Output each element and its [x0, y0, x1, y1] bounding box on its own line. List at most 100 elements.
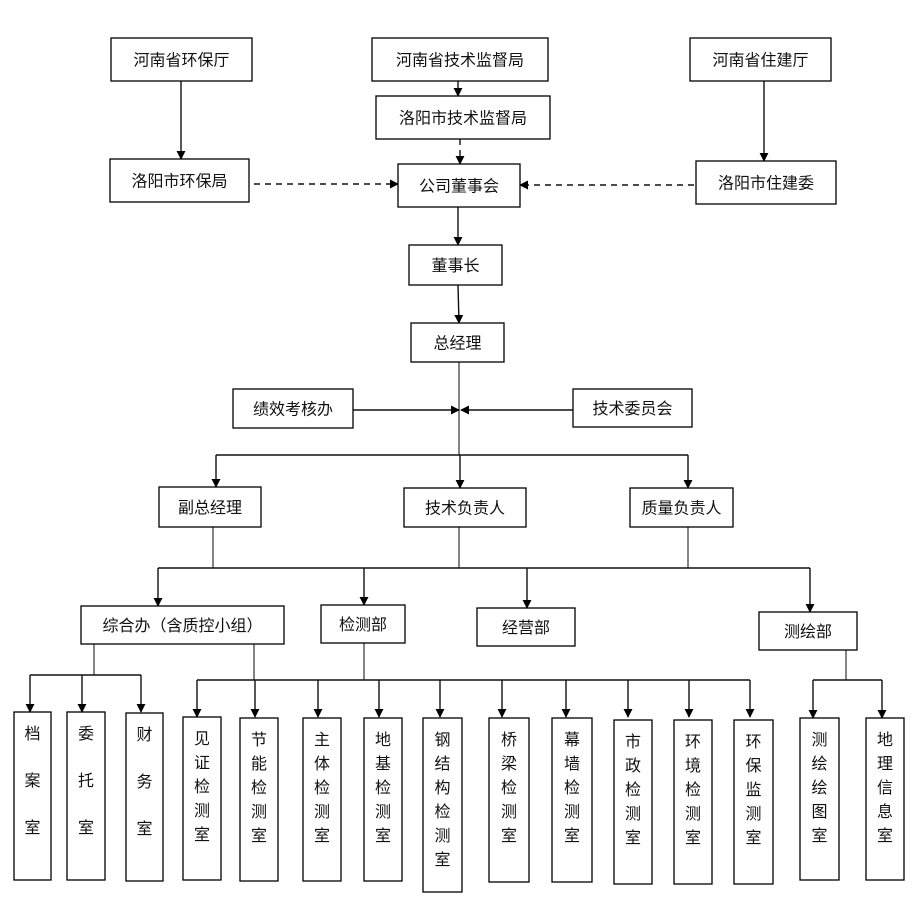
node-box: [397, 163, 521, 208]
node-label: 见证检测室: [194, 729, 210, 844]
node-tech-lead: 技术负责人: [403, 487, 527, 528]
node-board: 公司董事会: [397, 163, 521, 208]
node-label: 档案室: [24, 724, 40, 837]
node-tech-committee: 技术委员会: [572, 388, 693, 428]
node-luoyang-env: 洛阳市环保局: [109, 158, 250, 203]
node-box: [689, 37, 832, 82]
edge-chairman-to-gm: [454, 284, 464, 324]
node-gm: 总经理: [410, 322, 505, 363]
node-box: [799, 717, 840, 881]
node-label: 公司董事会: [419, 177, 499, 196]
node-box: [375, 95, 551, 140]
node-label: 委托室: [78, 724, 94, 837]
node-label: 检测部: [339, 615, 387, 634]
node-box: [302, 717, 342, 882]
node-mapping-lab: 测绘绘图室: [799, 717, 840, 881]
node-box: [695, 160, 837, 205]
node-box: [320, 604, 406, 644]
node-label: 桥梁检测室: [501, 730, 517, 845]
node-box: [629, 487, 734, 528]
node-box: [408, 244, 503, 286]
node-label: 技术负责人: [425, 499, 505, 518]
node-label: 地基检测室: [375, 730, 391, 845]
node-box: [476, 607, 576, 647]
node-label: 综合办（含质控小组）: [102, 616, 262, 635]
node-label: 洛阳市技术监督局: [399, 109, 527, 128]
node-label: 钢结构检测室: [434, 730, 450, 869]
node-label: 幕墙检测室: [564, 730, 580, 845]
node-box: [66, 711, 106, 881]
node-deputy-gm: 副总经理: [158, 486, 262, 528]
node-witness-lab: 见证检测室: [182, 716, 222, 881]
node-label: 环保监测室: [745, 732, 761, 847]
node-box: [13, 711, 52, 881]
node-performance: 绩效考核办: [232, 388, 354, 429]
node-luoyang-housing: 洛阳市住建委: [695, 160, 837, 205]
node-box: [371, 37, 549, 82]
node-label: 河南省住建厅: [712, 51, 808, 70]
node-label: 质量负责人: [641, 499, 721, 518]
node-label: 环境检测室: [685, 732, 701, 847]
node-label: 经营部: [502, 618, 550, 637]
node-structure-lab: 主体检测室: [302, 717, 342, 882]
node-box: [239, 717, 279, 882]
node-box: [125, 712, 164, 882]
node-energy-lab: 节能检测室: [239, 717, 279, 882]
node-label: 洛阳市住建委: [718, 174, 814, 193]
node-box: [673, 719, 713, 885]
node-box: [182, 716, 222, 881]
edges-layer: [25, 81, 887, 719]
node-steel-lab: 钢结构检测室: [422, 717, 463, 893]
node-archive: 档案室: [13, 711, 52, 881]
node-testing-dept: 检测部: [320, 604, 406, 644]
node-label: 技术委员会: [592, 399, 672, 418]
node-business-dept: 经营部: [476, 607, 576, 647]
node-box: [109, 158, 250, 203]
node-label: 洛阳市环保局: [131, 172, 227, 191]
node-box: [158, 486, 262, 528]
node-label: 测绘部: [784, 622, 832, 641]
node-box: [110, 37, 253, 82]
node-quality-lead: 质量负责人: [629, 487, 734, 528]
node-geoinfo-lab: 地理信息室: [865, 717, 905, 881]
node-box: [758, 611, 858, 651]
node-box: [363, 717, 403, 882]
node-general-office: 综合办（含质控小组）: [80, 605, 285, 645]
node-foundation-lab: 地基检测室: [363, 717, 403, 882]
node-label: 测绘绘图室: [811, 730, 827, 845]
node-entrust: 委托室: [66, 711, 106, 881]
node-box: [232, 388, 354, 429]
node-henan-tech: 河南省技术监督局: [371, 37, 549, 82]
node-box: [613, 719, 653, 885]
node-label: 地理信息室: [877, 730, 893, 845]
node-box: [422, 717, 463, 893]
node-henan-env: 河南省环保厅: [110, 37, 253, 82]
node-luoyang-tech: 洛阳市技术监督局: [375, 95, 551, 140]
node-label: 市政检测室: [625, 732, 641, 847]
node-label: 财务室: [136, 725, 152, 838]
node-bridge-lab: 桥梁检测室: [488, 717, 530, 883]
node-box: [410, 322, 505, 363]
node-box: [572, 388, 693, 428]
node-box: [403, 487, 527, 528]
node-label: 河南省技术监督局: [396, 51, 524, 70]
node-box: [488, 717, 530, 883]
node-label: 董事长: [431, 256, 479, 275]
node-box: [551, 717, 593, 883]
node-environment-lab: 环境检测室: [673, 719, 713, 885]
node-label: 副总经理: [178, 498, 242, 517]
node-label: 总经理: [433, 334, 481, 353]
node-envmonitor-lab: 环保监测室: [733, 719, 774, 885]
node-survey-dept: 测绘部: [758, 611, 858, 651]
node-chairman: 董事长: [408, 244, 503, 286]
node-label: 河南省环保厅: [133, 51, 229, 70]
node-label: 绩效考核办: [253, 400, 333, 419]
node-box: [80, 605, 285, 645]
node-label: 主体检测室: [314, 730, 330, 845]
node-henan-housing: 河南省住建厅: [689, 37, 832, 82]
node-box: [865, 717, 905, 881]
node-label: 节能检测室: [251, 730, 267, 845]
node-finance: 财务室: [125, 712, 164, 882]
